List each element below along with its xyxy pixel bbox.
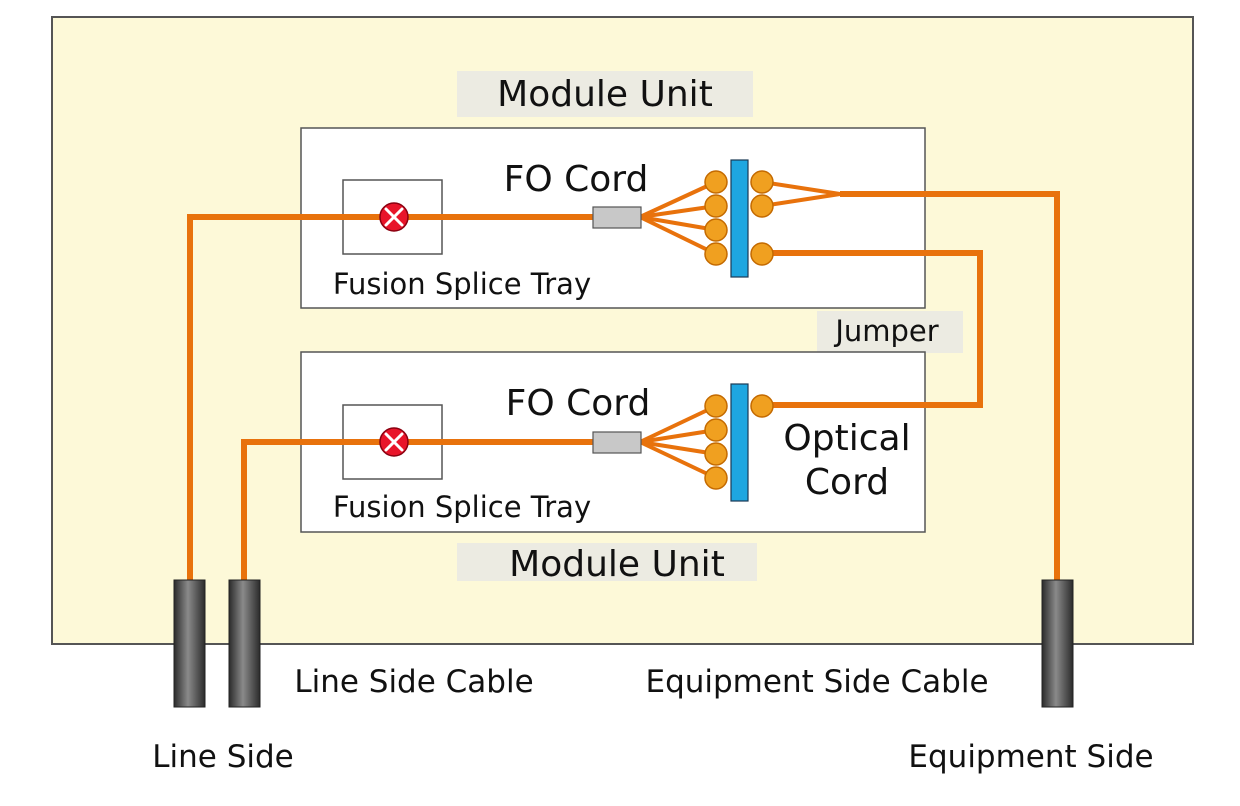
connector-port-icon: [704, 242, 728, 266]
cable-cylinder-icon: [1041, 579, 1074, 708]
fan-out-fiber: [639, 440, 717, 456]
jumper-fiber: [762, 250, 983, 408]
connector-port-icon: [704, 418, 728, 442]
adapter-panel-bottom: [730, 383, 749, 502]
equipment-side-cable-label: Equipment Side Cable: [645, 664, 988, 700]
connector-port-icon: [750, 394, 774, 418]
cable-cylinder-icon: [173, 579, 206, 708]
cable-cylinder-icon: [228, 579, 261, 708]
jumper-label-bg: [817, 311, 963, 353]
connector-port-icon: [704, 218, 728, 242]
connector-port-icon: [704, 170, 728, 194]
fan-in-fiber: [761, 192, 841, 208]
fan-out-fiber: [639, 204, 717, 219]
module-unit-bottom-label: Module Unit: [509, 544, 725, 585]
line-side-cable-label: Line Side Cable: [294, 664, 533, 700]
fan-out-fiber: [639, 215, 717, 256]
fo-cord-connector-bottom: [592, 431, 642, 454]
fan-out-fiber: [639, 215, 717, 232]
fan-out-fiber: [639, 180, 717, 219]
connector-port-icon: [750, 170, 774, 194]
connector-port-icon: [704, 466, 728, 490]
module-unit-top-label: Module Unit: [497, 74, 713, 115]
fusion-splice-x-icon: [379, 202, 409, 232]
fan-out-fiber: [639, 440, 717, 480]
fusion-splice-tray-bottom-label: Fusion Splice Tray: [333, 490, 591, 524]
line-fiber-bottom: [241, 439, 593, 580]
module-unit-top-label-bg: [457, 71, 753, 117]
line-side-label: Line Side: [152, 739, 294, 775]
fan-out-fiber: [639, 428, 717, 444]
connector-port-icon: [704, 394, 728, 418]
fan-out-fibers: [639, 180, 841, 480]
connector-port-icon: [750, 242, 774, 266]
optical-cord-label-line2: Cord: [805, 462, 889, 503]
connector-port-icon: [704, 442, 728, 466]
fo-cord-connector-top: [592, 206, 642, 229]
optical-cord-label-line1: Optical: [783, 418, 910, 459]
ports-bottom: [704, 394, 774, 490]
fibers: [187, 191, 1060, 580]
adapter-panel-top: [730, 159, 749, 278]
equipment-side-label: Equipment Side: [908, 739, 1153, 775]
equipment-fiber: [840, 191, 1060, 580]
jumper-label: Jumper: [833, 314, 938, 348]
connector-port-icon: [750, 194, 774, 218]
line-fiber-top: [187, 214, 593, 580]
fo-cord-bottom-label: FO Cord: [506, 383, 651, 424]
module-unit-bottom-label-bg: [457, 543, 757, 581]
connector-port-icon: [704, 194, 728, 218]
fan-in-fiber: [761, 180, 841, 196]
fan-out-fiber: [639, 404, 717, 444]
fo-cord-top-label: FO Cord: [504, 159, 649, 200]
fusion-splice-x-icon: [379, 427, 409, 457]
ports-top: [704, 170, 774, 266]
fusion-splice-tray-top-label: Fusion Splice Tray: [333, 267, 591, 301]
